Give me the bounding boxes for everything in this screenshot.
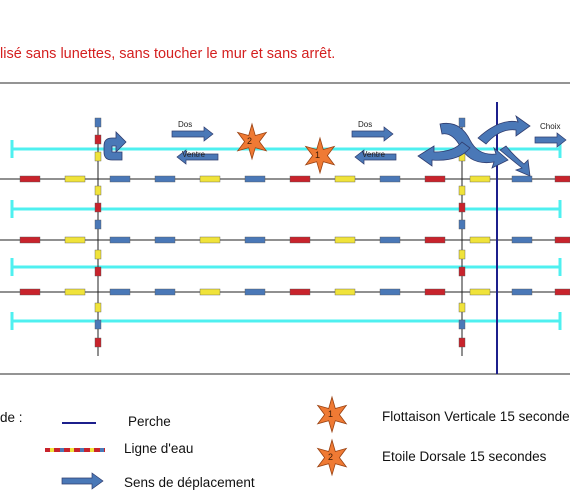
direction-arrow-ventre-1 [176, 149, 219, 165]
star-2-number: 2 [247, 136, 253, 146]
legend-ligne-eau-label: Ligne d'eau [124, 441, 194, 456]
lane-rope-1 [0, 175, 570, 183]
legend-star-2-number: 2 [328, 452, 334, 462]
star-1-icon [304, 136, 336, 175]
lane-rope-3 [0, 288, 570, 296]
star-1-number: 1 [315, 150, 321, 160]
star-2-icon [236, 122, 268, 161]
u-turn-arrow-icon [103, 131, 127, 161]
label-ventre-2: Ventre [362, 150, 386, 159]
vertical-rope-left [94, 117, 102, 356]
lane-markers [10, 140, 562, 330]
direction-arrow-dos-2 [351, 126, 394, 142]
legend-title: de : [0, 410, 23, 425]
legend-perche-label: Perche [128, 414, 171, 429]
legend-star-1-icon [316, 395, 348, 434]
legend-flottaison-label: Flottaison Verticale 15 secondes [382, 409, 570, 424]
legend-etoile-label: Etoile Dorsale 15 secondes [382, 449, 547, 464]
legend-sens-label: Sens de déplacement [124, 475, 255, 490]
label-dos-2: Dos [358, 120, 373, 129]
label-dos-1: Dos [178, 120, 193, 129]
legend-arrow-icon [61, 472, 104, 490]
legend-ligne-eau-icon [45, 448, 105, 452]
direction-arrow-choix [534, 132, 567, 148]
label-ventre-1: Ventre [182, 150, 206, 159]
legend-star-1-number: 1 [328, 409, 334, 419]
instruction-text: lisé sans lunettes, sans toucher le mur … [0, 46, 336, 62]
direction-arrow-ventre-2 [354, 149, 397, 165]
curved-arrows-icon [417, 114, 531, 177]
pool-border [0, 82, 570, 375]
label-choix: Choix [540, 122, 561, 131]
direction-arrow-dos-1 [171, 126, 214, 142]
legend-star-2-icon [316, 438, 348, 477]
lane-rope-2 [0, 236, 570, 244]
